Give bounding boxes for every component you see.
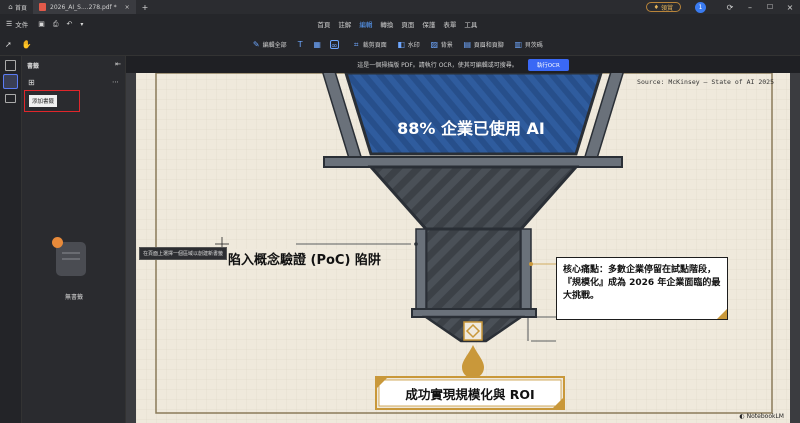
close-tab-icon[interactable]: × <box>124 3 130 11</box>
ribbon-tab-4[interactable]: 頁面 <box>401 21 415 29</box>
watermark-button[interactable]: ◧ 水印 <box>392 40 425 49</box>
crop-page-button[interactable]: ⌗ 裁剪頁面 <box>347 40 392 49</box>
crop-page-label: 裁剪頁面 <box>362 42 387 49</box>
menu-icon: ☰ <box>6 20 13 28</box>
hand-tool-icon[interactable]: ✋ <box>21 40 32 49</box>
more-icon[interactable]: ⋯ <box>112 78 119 86</box>
notebooklm-icon: ◐ <box>739 413 745 420</box>
edit-all-button[interactable]: ✎ 編輯全部 <box>247 40 292 49</box>
home-tab[interactable]: ⌂ 首頁 <box>0 0 33 14</box>
bookmark-hover-tooltip: 在頁面上選擇一個區域以創建新書籤 <box>139 247 228 260</box>
bates-icon: ▥ <box>514 40 523 49</box>
source-citation: Source: McKinsey – State of AI 2025 <box>637 78 774 86</box>
maximize-icon[interactable]: ☐ <box>766 3 774 11</box>
collapse-panel-icon[interactable]: ⇤ <box>115 60 121 68</box>
panel-title: 書籤 <box>27 63 40 70</box>
gift-label: 領賞 <box>660 4 673 12</box>
gift-button[interactable]: ♦ 領賞 <box>645 2 681 12</box>
watermark-label: NotebookLM <box>746 413 784 420</box>
document-tab-label: 2026_AI_S....278.pdf * <box>50 3 117 11</box>
minimize-icon[interactable]: – <box>748 2 752 12</box>
print-icon[interactable]: ⎙ <box>52 19 59 28</box>
bottom-banner-text: 成功實現規模化與 ROI <box>405 387 535 402</box>
sync-icon[interactable]: ⟳ <box>726 2 734 12</box>
funnel-top-text: 88% 企業已使用 AI <box>397 119 545 138</box>
bates-label: 貝茨碼 <box>524 42 543 49</box>
bookmark-panel-icon[interactable] <box>3 74 18 89</box>
ribbon-tab-6[interactable]: 表單 <box>443 21 457 29</box>
ocr-message: 這是一個掃描版 PDF。請執行 OCR，使其可編輯或可搜尋。 <box>357 62 518 69</box>
ribbon-tab-2[interactable]: 編輯 <box>359 21 373 29</box>
undo-icon[interactable]: ↶ <box>66 20 73 28</box>
header-footer-label: 頁眉和頁腳 <box>473 42 504 49</box>
document-tab[interactable]: 2026_AI_S....278.pdf * × <box>33 0 136 14</box>
background-button[interactable]: ▨ 背景 <box>425 40 458 49</box>
empty-bookmarks-icon <box>52 237 86 276</box>
document-viewer[interactable]: Source: McKinsey – State of AI 2025 88% … <box>126 56 800 423</box>
pdf-icon <box>39 3 47 11</box>
select-tool-icon[interactable]: ➚ <box>5 40 12 49</box>
home-icon: ⌂ <box>8 2 13 11</box>
ribbon-tab-3[interactable]: 轉換 <box>380 21 394 29</box>
header-footer-button[interactable]: ▤ 頁眉和頁腳 <box>458 40 509 49</box>
background-label: 背景 <box>440 42 453 49</box>
dropdown-icon[interactable]: ▾ <box>80 20 84 28</box>
hamburger-menu[interactable]: ☰ 文件 <box>0 19 34 29</box>
edit-all-label: 編輯全部 <box>262 42 287 49</box>
text-edit-icon[interactable]: T <box>297 40 303 49</box>
home-tab-label: 首頁 <box>15 4 28 12</box>
key-pain-point-callout: 核心痛點：多數企業停留在試點階段，『規模化』成為 2026 年企業面臨的最大挑戰… <box>556 257 728 320</box>
pdf-page[interactable]: Source: McKinsey – State of AI 2025 88% … <box>136 69 790 423</box>
edit-icon: ✎ <box>252 40 260 49</box>
header-footer-icon: ▤ <box>463 40 472 49</box>
left-rail <box>0 56 22 423</box>
add-bookmark-tooltip: 添加書籤 <box>24 90 80 112</box>
file-menu-label: 文件 <box>15 21 29 29</box>
watermark-label: 水印 <box>407 42 420 49</box>
add-bookmark-icon[interactable]: ⊞ <box>28 78 35 87</box>
image-edit-icon[interactable]: ▦ <box>313 40 321 49</box>
poc-trap-label: 陷入概念驗證 (PoC) 陷阱 <box>228 249 381 268</box>
thumbnail-panel-icon[interactable] <box>5 60 16 71</box>
ribbon-tab-1[interactable]: 註解 <box>338 21 352 29</box>
bookmark-panel: 書籤 ⇤ ⊞ ⋯ 添加書籤 無書籤 <box>22 56 126 423</box>
bates-button[interactable]: ▥ 貝茨碼 <box>509 40 548 49</box>
title-bar: ⌂ 首頁 2026_AI_S....278.pdf * × + ♦ 領賞 1 ⟳… <box>0 0 800 14</box>
run-ocr-button[interactable]: 執行OCR <box>527 58 569 71</box>
close-window-icon[interactable]: × <box>786 2 794 12</box>
ribbon-tab-7[interactable]: 工具 <box>464 21 478 29</box>
link-icon[interactable]: ∞ <box>329 40 339 50</box>
ribbon-tabs: 首頁註解編輯轉換頁面保護表單工具 <box>313 19 481 29</box>
comment-panel-icon[interactable] <box>5 94 16 103</box>
edit-toolbar: ➚ ✋ ✎ 編輯全部 T ▦ ∞ ⌗ 裁剪頁面 ◧ 水印 ▨ 背景 ▤ 頁眉和頁… <box>0 34 800 56</box>
save-icon[interactable]: ▣ <box>38 20 45 28</box>
menu-bar: ☰ 文件 ▣ ⎙ ↶ ▾ 首頁註解編輯轉換頁面保護表單工具 <box>0 14 800 34</box>
notebooklm-watermark: ◐ NotebookLM <box>739 413 784 420</box>
empty-bookmarks-label: 無書籤 <box>64 294 83 301</box>
ribbon-tab-5[interactable]: 保護 <box>422 21 436 29</box>
background-icon: ▨ <box>430 40 438 49</box>
ocr-banner: 這是一個掃描版 PDF。請執行 OCR，使其可編輯或可搜尋。 執行OCR <box>126 56 800 73</box>
crop-icon: ⌗ <box>353 40 359 49</box>
add-bookmark-tooltip-label: 添加書籤 <box>29 95 58 107</box>
new-tab-button[interactable]: + <box>141 2 149 12</box>
callout-text: 核心痛點：多數企業停留在試點階段，『規模化』成為 2026 年企業面臨的最大挑戰… <box>563 265 721 301</box>
funnel-illustration <box>136 69 790 423</box>
avatar[interactable]: 1 <box>695 1 706 13</box>
gift-icon: ♦ <box>653 3 659 11</box>
ribbon-tab-0[interactable]: 首頁 <box>317 21 331 29</box>
watermark-icon: ◧ <box>397 40 405 49</box>
